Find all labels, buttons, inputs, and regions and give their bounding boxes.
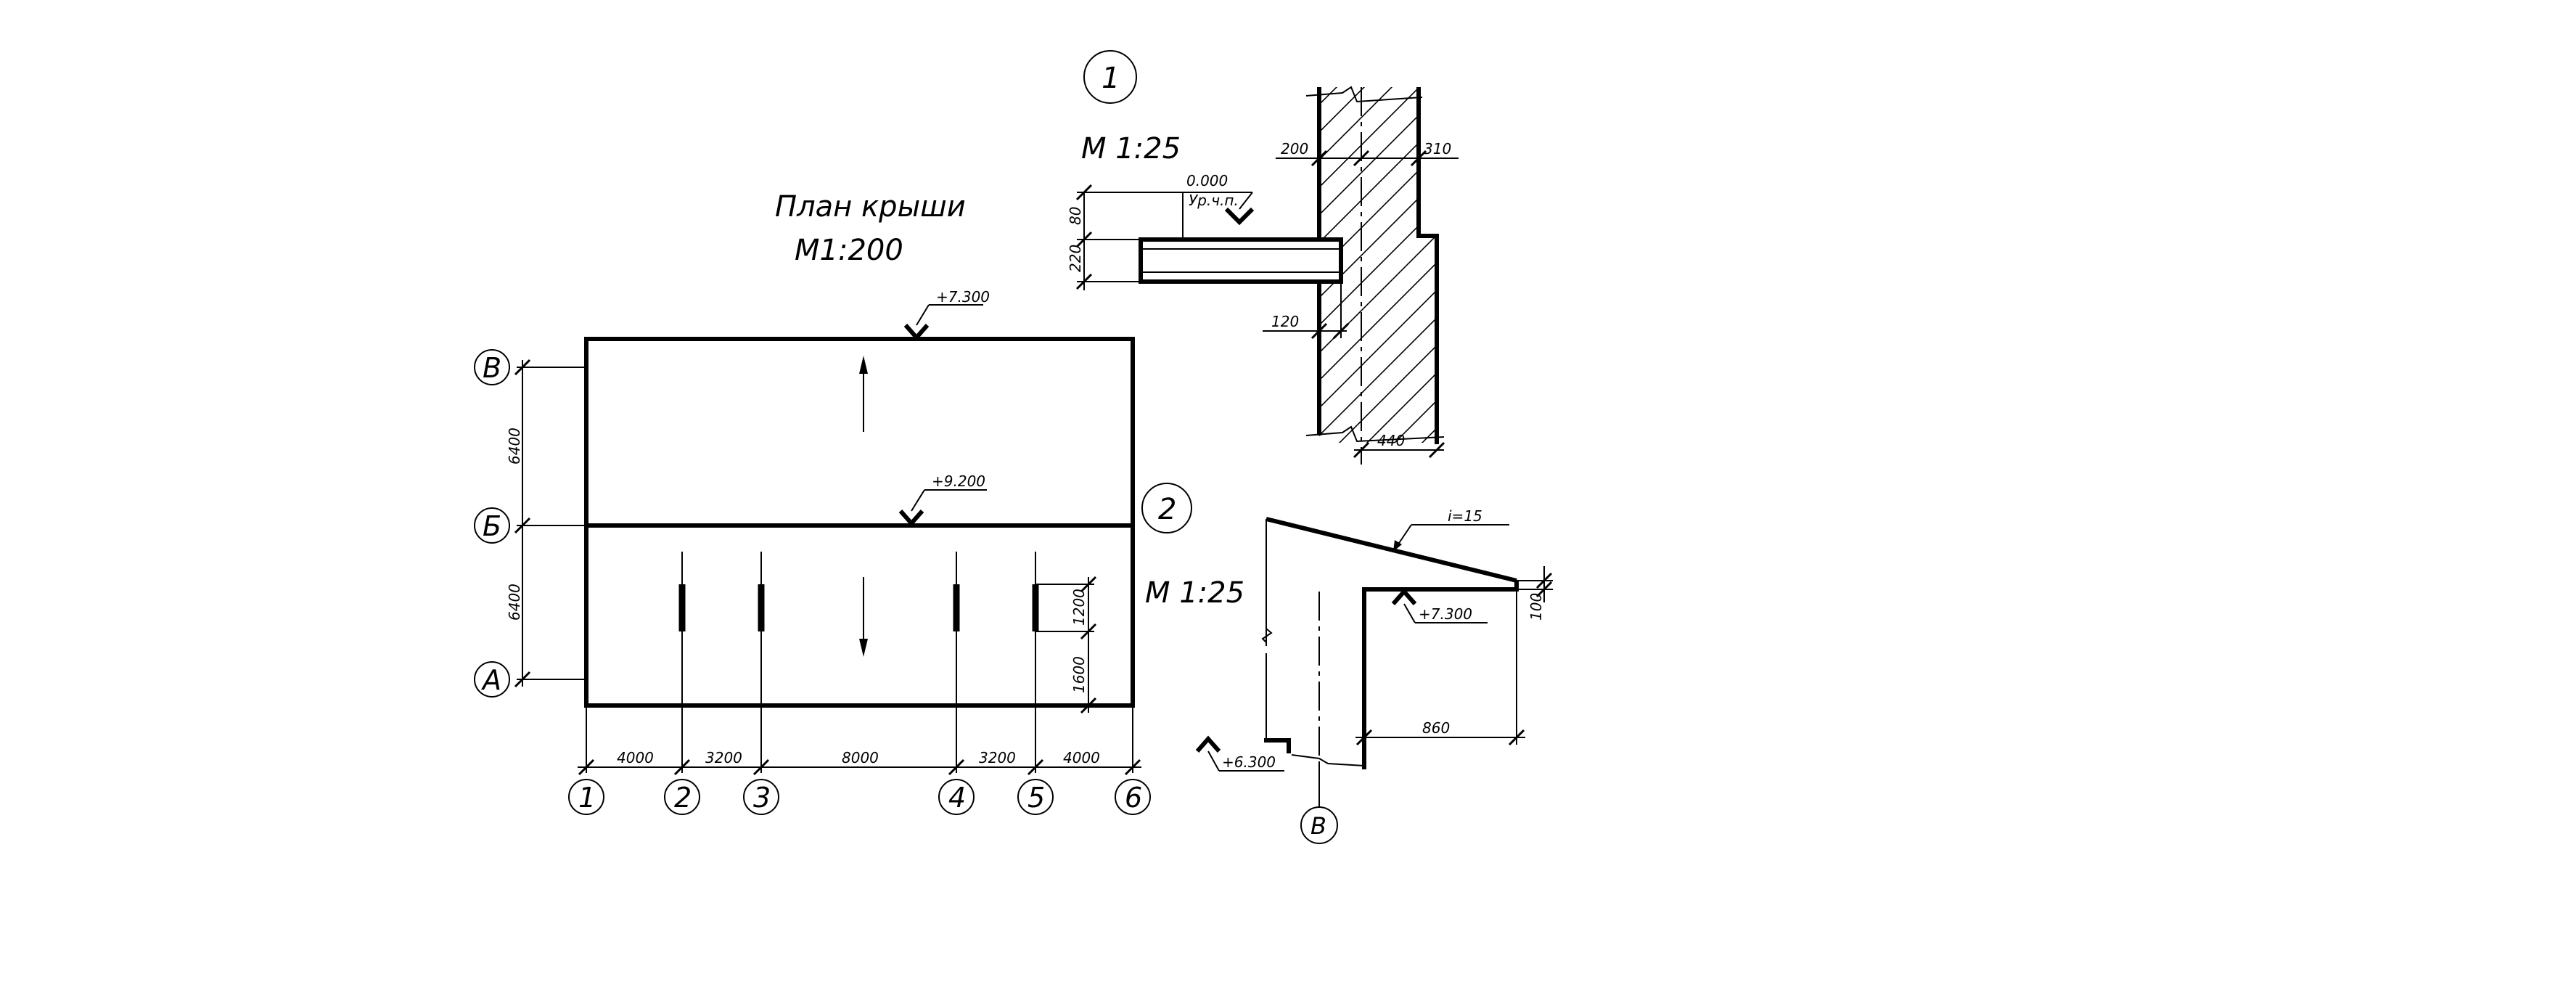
svg-text:2: 2 [1158, 493, 1176, 526]
wall-stub [1264, 738, 1291, 753]
level-mark-node1: 0.000 Ур.ч.п. [1182, 172, 1255, 240]
hatch-line [1319, 441, 1437, 443]
dim-bottom-3: 8000 [842, 749, 879, 766]
svg-text:1: 1 [1102, 62, 1120, 95]
hatch-line [1319, 87, 1437, 146]
hatch-line [1319, 303, 1437, 443]
svg-text:4: 4 [948, 782, 966, 814]
roof-plan-scale: М1:200 [795, 234, 903, 267]
roof-plan-title: План крыши [775, 190, 966, 224]
grid-bubble-col-2: 2 [664, 779, 700, 815]
svg-text:Б: Б [483, 510, 501, 542]
dim-310: 310 [1424, 140, 1451, 158]
hatch-line [1319, 87, 1437, 91]
level-mark-node2-bottom: +6.300 [1195, 735, 1284, 772]
dim-100: 100 [1527, 593, 1545, 621]
level-top-text: +7.300 [936, 288, 990, 306]
level-mid-text: +9.200 [932, 473, 985, 490]
svg-text:1: 1 [578, 782, 596, 814]
dim-80: 80 [1067, 207, 1084, 225]
dim-220: 220 [1067, 245, 1084, 272]
wall-hatch [1306, 0, 1451, 443]
openings [678, 584, 1039, 631]
bottom-dimension-chain: 4000 3200 8000 3200 4000 [578, 749, 1141, 776]
svg-text:2: 2 [674, 782, 692, 814]
hatch-line [1306, 0, 1451, 62]
dim-right-2: 1600 [1070, 656, 1088, 693]
dim-bottom-2: 3200 [705, 749, 742, 766]
slab-dimensions: 80 220 [1067, 184, 1183, 290]
wall-top-dimensions: 200 310 [1276, 140, 1459, 167]
node-2-detail: 2 М 1:25 i=15 +7.300 [1141, 483, 1553, 844]
roof-plan: План крыши М1:200 +7.300 +9.200 [474, 190, 1151, 815]
level-mark-top: +7.300 [903, 288, 990, 341]
node-2-number: 2 [1141, 483, 1192, 533]
hatch-line [1319, 385, 1437, 443]
node-1-number: 1 [1083, 50, 1137, 104]
grid-bubble-node2: В [1300, 762, 1338, 844]
svg-text:6: 6 [1125, 782, 1142, 814]
level-mark-mid: +9.200 [898, 473, 987, 527]
node-2-scale: М 1:25 [1145, 576, 1244, 610]
node-1-scale: М 1:25 [1081, 132, 1181, 165]
hatch-line [1306, 0, 1451, 35]
level-mark-node2-top: +7.300 [1391, 588, 1488, 623]
grid-extension-lines [517, 367, 1133, 773]
wall-thickness-dimension: 440 [1353, 432, 1445, 459]
grid-bubble-row-B: Б [474, 507, 510, 544]
grid-bubble-col-6: 6 [1115, 779, 1151, 815]
hatch-line [1319, 137, 1437, 284]
hatch-line [1319, 358, 1437, 443]
grid-bubble-row-A: А [474, 661, 510, 698]
node-1-detail: 1 М 1:25 0.000 Ур.ч.п. [1067, 0, 1459, 465]
floor-slab [1139, 237, 1343, 284]
level-top-text-node2: +7.300 [1419, 605, 1472, 623]
eave-overhang-dimension: 860 [1355, 589, 1525, 746]
svg-text:В: В [1310, 812, 1326, 840]
dim-bottom-4: 3200 [979, 749, 1016, 766]
slope-arrow-up [859, 356, 868, 432]
hatch-line [1319, 275, 1437, 422]
eave-outline [1362, 581, 1519, 769]
roof-slope-line [1266, 517, 1517, 583]
svg-text:В: В [483, 352, 501, 384]
hatch-line [1319, 87, 1437, 201]
dim-200: 200 [1281, 140, 1308, 158]
level-value: 0.000 [1186, 172, 1228, 189]
grid-bubble-col-1: 1 [568, 779, 604, 815]
level-label: Ур.ч.п. [1189, 192, 1239, 209]
grid-bubble-row-V: В [474, 349, 510, 385]
svg-text:А: А [480, 664, 501, 696]
eave-thickness-dimension: 100 [1517, 566, 1553, 621]
hatch-line [1319, 248, 1437, 394]
dim-left-2: 6400 [506, 584, 523, 621]
hatch-line [1319, 330, 1437, 443]
level-bottom-text: +6.300 [1222, 753, 1276, 771]
dim-860: 860 [1422, 719, 1450, 737]
dim-right-1: 1200 [1070, 589, 1088, 626]
dim-120: 120 [1271, 313, 1299, 330]
hatch-line [1319, 220, 1437, 367]
svg-text:3: 3 [753, 782, 771, 814]
grid-bubble-col-5: 5 [1017, 779, 1054, 815]
dim-bottom-5: 4000 [1063, 749, 1100, 766]
hatch-line [1319, 192, 1437, 339]
wall-outline-right [1416, 87, 1439, 444]
svg-text:5: 5 [1027, 782, 1045, 814]
hatch-line [1306, 0, 1451, 7]
slope-text: i=15 [1448, 507, 1482, 525]
roof-outline [584, 337, 1135, 708]
dim-left-1: 6400 [506, 428, 523, 465]
right-dimension-chain: 1200 1600 [1035, 576, 1097, 714]
dim-bottom-1: 4000 [617, 749, 654, 766]
slab-bearing-dimension: 120 [1263, 282, 1350, 340]
grid-bubble-col-4: 4 [938, 779, 975, 815]
dim-440: 440 [1377, 432, 1405, 449]
grid-bubble-col-3: 3 [743, 779, 779, 815]
slope-label: i=15 [1392, 507, 1509, 552]
slope-arrow-down [859, 577, 868, 657]
left-dimension-chain: 6400 6400 [506, 359, 531, 688]
